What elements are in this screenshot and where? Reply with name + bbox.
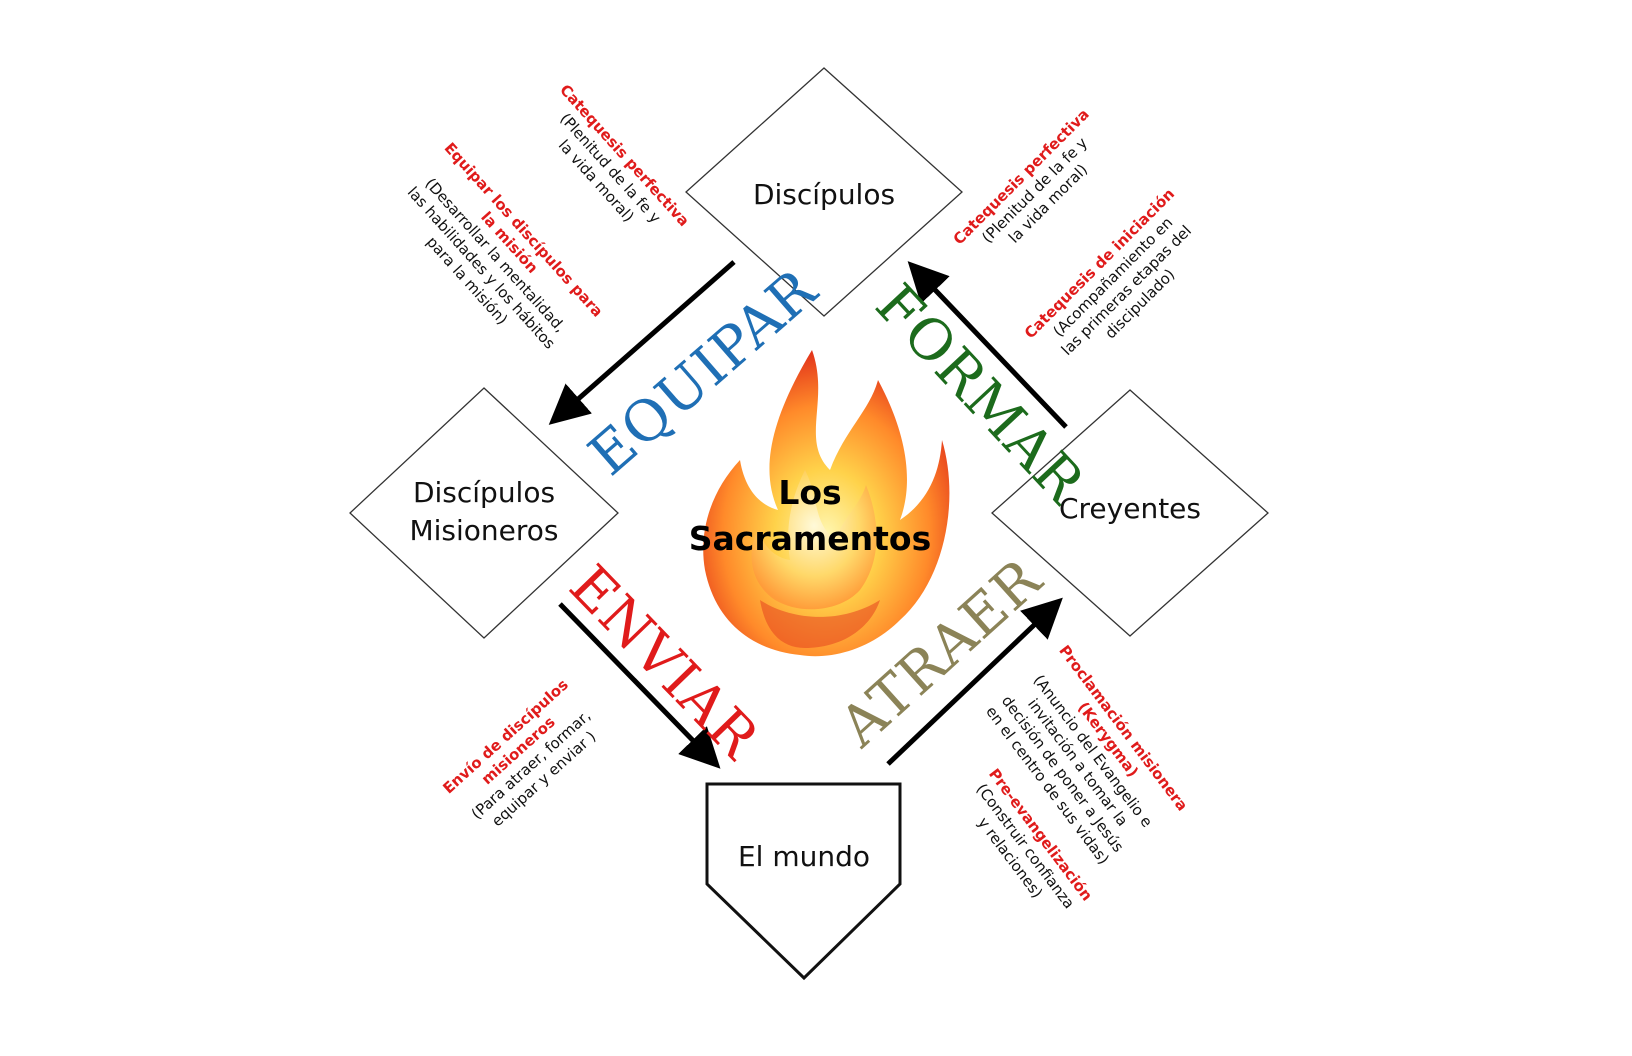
node-discipulos-shape xyxy=(685,67,963,317)
center-line2: Sacramentos xyxy=(688,519,932,558)
node-mundo-shape xyxy=(705,782,902,981)
flame-icon xyxy=(703,350,950,657)
node-misioneros-shape xyxy=(349,387,619,639)
center-label: Los Sacramentos xyxy=(650,470,970,562)
arrow-equipar xyxy=(548,260,736,425)
node-discipulos-label: Discípulos xyxy=(752,178,896,211)
arrow-formar xyxy=(907,261,1068,429)
node-misioneros-label: Discípulos Misioneros xyxy=(384,474,584,550)
arrow-enviar xyxy=(558,602,721,769)
node-creyentes-label: Creyentes xyxy=(1058,492,1201,525)
node-creyentes-shape xyxy=(991,389,1269,637)
node-misioneros-line2: Misioneros xyxy=(409,514,559,547)
center-line1: Los xyxy=(778,473,842,512)
node-mundo-label: El mundo xyxy=(737,840,871,873)
node-misioneros-line1: Discípulos xyxy=(412,476,556,509)
arrow-atraer xyxy=(886,597,1063,766)
